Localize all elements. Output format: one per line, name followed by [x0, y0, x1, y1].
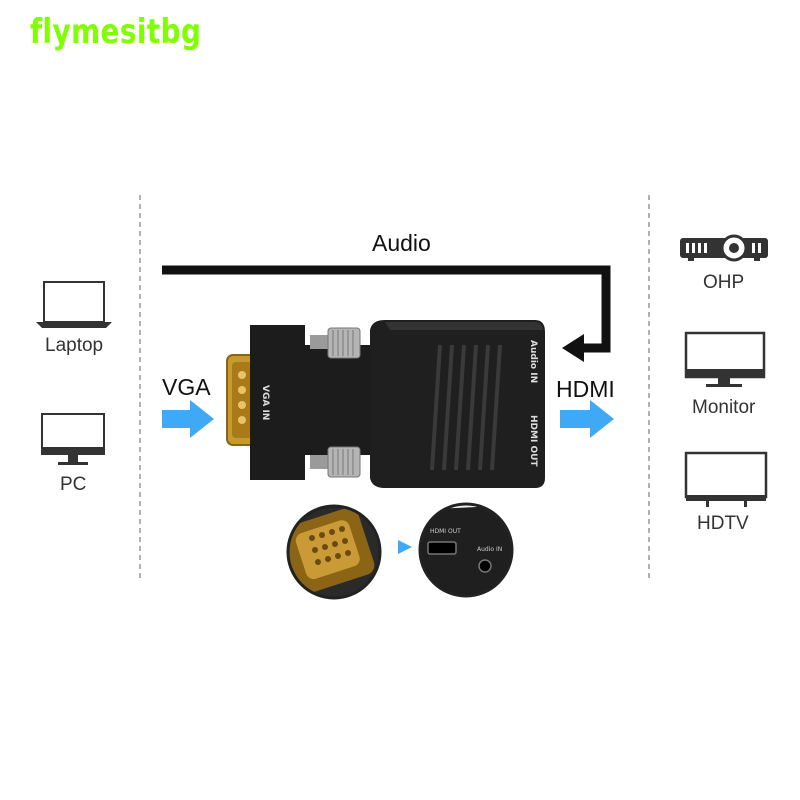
audio-label: Audio [372, 230, 431, 256]
output-label-ohp: OHP [703, 272, 745, 293]
source-label-laptop: Laptop [45, 335, 104, 356]
detail-hdmi-port-label: HDMI OUT [430, 528, 461, 535]
detail-arrow [398, 540, 412, 554]
audio-arrowhead [562, 334, 584, 362]
vga-detail-circle [288, 506, 380, 598]
hdmi-out-label: HDMI OUT [528, 415, 538, 467]
hdmi-label: HDMI [556, 376, 615, 402]
output-label-monitor: Monitor [692, 397, 756, 418]
pc-monitor-icon [41, 413, 105, 465]
adapter-box [370, 320, 545, 488]
output-label-hdtv: HDTV [697, 513, 749, 534]
source-label-pc: PC [60, 474, 87, 495]
thumb-screw-bottom [310, 446, 361, 478]
monitor-icon [684, 331, 766, 387]
projector-icon [680, 234, 768, 262]
detail-audio-port-label: Audio IN [477, 546, 503, 553]
hdmi-arrow [560, 400, 614, 438]
vga-arrow [162, 400, 214, 438]
vga-in-label: VGA IN [260, 385, 270, 421]
vga-body [250, 325, 375, 480]
vga-connector [226, 354, 258, 446]
tv-icon [684, 451, 768, 507]
watermark-text: flymesitbg [30, 12, 202, 52]
laptop-icon [36, 281, 112, 328]
audio-in-label: Audio IN [528, 340, 538, 384]
thumb-screw-top [310, 327, 361, 359]
audio-path-line [162, 265, 611, 353]
hdmi-detail-circle [420, 504, 512, 596]
vga-label: VGA [162, 374, 211, 400]
